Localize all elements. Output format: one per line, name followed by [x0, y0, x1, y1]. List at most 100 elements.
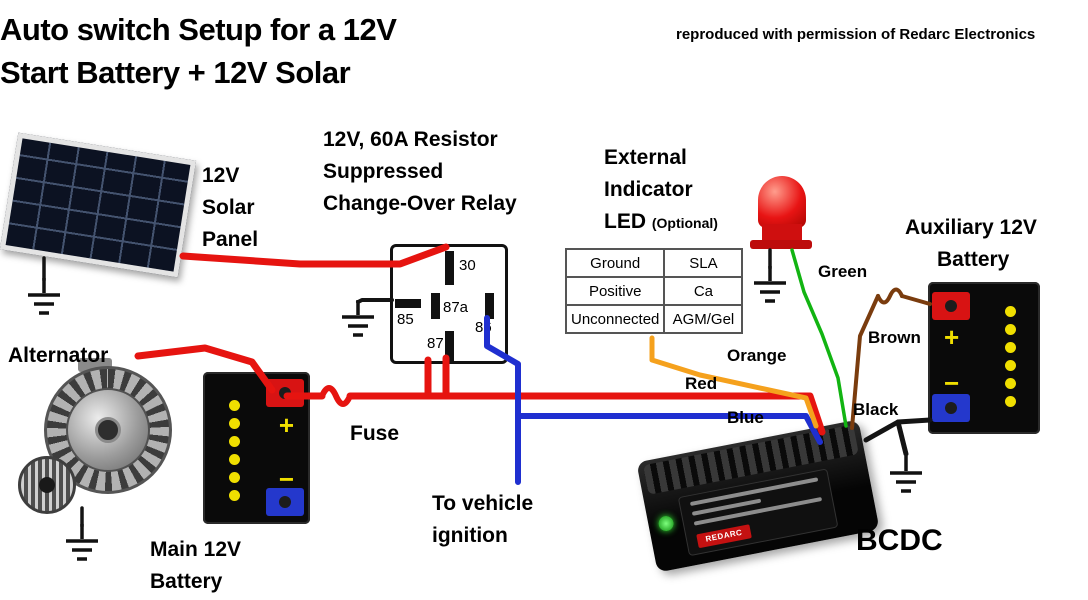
external-led-label: External Indicator LED (Optional) [604, 142, 718, 239]
table-cell: Unconnected [564, 304, 666, 334]
relay-label-line: Suppressed [323, 160, 444, 183]
relay-label: 12V, 60A Resistor Suppressed Change-Over… [323, 124, 517, 220]
cell-dot [229, 490, 240, 501]
page-title: Auto switch Setup for a 12V Start Batter… [0, 8, 397, 94]
cell-dot [229, 436, 240, 447]
solar-label-line: Panel [202, 228, 259, 251]
ignition-label-line: To vehicle [432, 492, 534, 515]
led-label-optional: (Optional) [651, 215, 718, 231]
led-label-line: LED (Optional) [604, 206, 718, 239]
table-cell: Positive [564, 276, 666, 306]
solar-panel-label: 12V Solar Panel [202, 160, 258, 256]
cell-dot [1005, 396, 1016, 407]
cell-dot [1005, 378, 1016, 389]
wire-blue-to-ignition [484, 315, 521, 485]
led-indicator-icon [758, 176, 806, 228]
cell-dot [1005, 306, 1016, 317]
fuse-label: Fuse [350, 422, 400, 445]
wire-label-orange: Orange [727, 346, 787, 365]
wire-brown-from-aux [900, 294, 932, 306]
wire-black-to-ground [895, 419, 909, 457]
ground-symbol-aux-battery [890, 456, 922, 493]
alternator-hub [95, 417, 121, 443]
title-line-2: Start Battery + 12V Solar [0, 55, 351, 90]
relay-label-line: Change-Over Relay [323, 192, 517, 215]
led-label-line: External [604, 146, 687, 169]
table-row: Unconnected AGM/Gel [564, 304, 744, 334]
wire-black-relay-to-ground [356, 298, 394, 304]
alternator-label: Alternator [8, 344, 109, 367]
wire-label-red: Red [685, 374, 718, 393]
relay-pin-30 [445, 251, 454, 285]
cell-dot [1005, 360, 1016, 371]
terminal-hole [945, 402, 957, 414]
solar-label-line: Solar [202, 196, 255, 219]
main-battery-label-line: Battery [150, 570, 223, 593]
wire-green-led-to-bcdc [790, 248, 848, 428]
relay-pin-86 [485, 293, 494, 319]
ignition-label: To vehicle ignition [432, 488, 533, 552]
wire-label-brown: Brown [868, 328, 921, 347]
terminal-hole [945, 300, 957, 312]
table-row: Ground SLA [564, 248, 744, 278]
relay-pin-30-label: 30 [459, 257, 476, 274]
relay-label-line: 12V, 60A Resistor [323, 128, 498, 151]
main-battery-label: Main 12V Battery [150, 534, 241, 598]
fuse-symbol [319, 385, 353, 407]
wire-red-solar-to-relay [179, 243, 450, 268]
relay-pin-85-label: 85 [397, 311, 414, 328]
wire-red-alternator-to-battery [134, 344, 276, 394]
wire-label-black: Black [853, 400, 899, 419]
table-cell: Ground [564, 248, 666, 278]
battery-cell-dots [229, 400, 240, 501]
title-line-1: Auto switch Setup for a 12V [0, 12, 397, 47]
relay-pin-87-label: 87 [427, 335, 444, 352]
aux-battery-label: Auxiliary 12V Battery [905, 212, 1037, 276]
led-label-led: LED [604, 210, 646, 233]
main-battery-minus-sign: − [278, 464, 294, 494]
bcdc-label: BCDC [856, 524, 943, 557]
led-connection-table: Ground SLA Positive Ca Unconnected AGM/G… [564, 248, 744, 334]
relay-box: 30 87a 86 85 87 [390, 244, 508, 364]
cell-dot [229, 454, 240, 465]
battery-cell-dots [1005, 306, 1016, 407]
led-flange [750, 240, 812, 249]
relay-pin-87a [431, 293, 440, 319]
wire-red-to-bcdc [346, 392, 826, 436]
wire-label-blue: Blue [727, 408, 764, 427]
table-cell: SLA [663, 248, 744, 278]
table-cell: Ca [663, 276, 744, 306]
led-label-line: Indicator [604, 178, 693, 201]
aux-battery-label-line: Battery [937, 248, 1010, 271]
cell-dot [1005, 342, 1016, 353]
cell-dot [1005, 324, 1016, 335]
cell-dot [229, 400, 240, 411]
wire-label-green: Green [818, 262, 868, 281]
ground-symbol-relay [342, 300, 374, 337]
aux-battery-plus-sign: + [944, 322, 960, 352]
cell-dot [229, 418, 240, 429]
relay-pin-87 [445, 331, 454, 361]
cell-dot [229, 472, 240, 483]
aux-battery-negative-terminal [932, 394, 970, 422]
aux-battery-minus-sign: − [944, 368, 960, 398]
table-cell: AGM/Gel [663, 304, 744, 334]
brown-fuse-symbol [876, 287, 904, 305]
main-battery-plus-sign: + [278, 410, 294, 440]
relay-pin-85 [395, 299, 421, 308]
table-row: Positive Ca [564, 276, 744, 306]
wire-orange-to-bcdc [649, 335, 819, 429]
wire-blue-to-bcdc [515, 413, 823, 445]
aux-battery-positive-terminal [932, 292, 970, 320]
aux-battery: + − [928, 282, 1040, 434]
relay-pin-87a-label: 87a [443, 299, 469, 316]
attribution-text: reproduced with permission of Redarc Ele… [676, 26, 1036, 43]
alternator-pulley-hub [39, 477, 55, 493]
aux-battery-label-line: Auxiliary 12V [905, 216, 1037, 239]
ignition-label-line: ignition [432, 524, 508, 547]
terminal-hole [279, 496, 291, 508]
wire-brown-to-bcdc [850, 294, 880, 430]
main-battery-label-line: Main 12V [150, 538, 242, 561]
